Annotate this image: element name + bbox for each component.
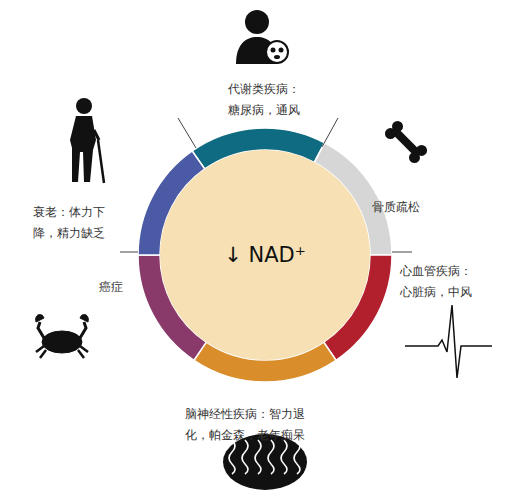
label-text: 代谢类疾病： 糖尿病，通风 xyxy=(228,82,300,117)
ecg-icon xyxy=(405,305,492,378)
label-text: 心血管疾病： 心脏病，中风 xyxy=(400,264,472,299)
disease-label: 癌症 xyxy=(99,277,139,298)
label-text: 衰老：体力下 降，精力缺乏 xyxy=(33,205,105,240)
bone-icon xyxy=(383,119,430,166)
center-circle: ↓ NAD⁺ xyxy=(160,150,370,360)
disease-label: 骨质疏松 xyxy=(372,197,432,218)
brain-fold xyxy=(294,440,300,474)
disease-label: 代谢类疾病： 糖尿病，通风 xyxy=(228,79,308,121)
disease-label: 衰老：体力下 降，精力缺乏 xyxy=(33,202,111,244)
brain-icon xyxy=(223,434,307,490)
label-text: 骨质疏松 xyxy=(372,200,420,214)
disease-label: 脑神经性疾病：智力退 化，帕金森，老年痴呆 xyxy=(185,404,311,446)
circle-fill xyxy=(160,150,370,360)
brain-fold xyxy=(255,440,261,474)
label-text: 脑神经性疾病：智力退 化，帕金森，老年痴呆 xyxy=(185,407,305,442)
ring-segments xyxy=(138,128,392,382)
node-text: ↓ NAD⁺ xyxy=(224,243,306,267)
brain-fold xyxy=(242,440,248,474)
brain-fold xyxy=(281,440,287,474)
disease-label: 心血管疾病： 心脏病，中风 xyxy=(400,261,480,303)
brain-fold xyxy=(229,440,235,474)
label-text: 癌症 xyxy=(99,280,123,294)
person-icon xyxy=(236,10,288,64)
crab-icon xyxy=(36,315,89,358)
brain-fold xyxy=(268,440,274,474)
old-man-icon xyxy=(70,98,104,183)
